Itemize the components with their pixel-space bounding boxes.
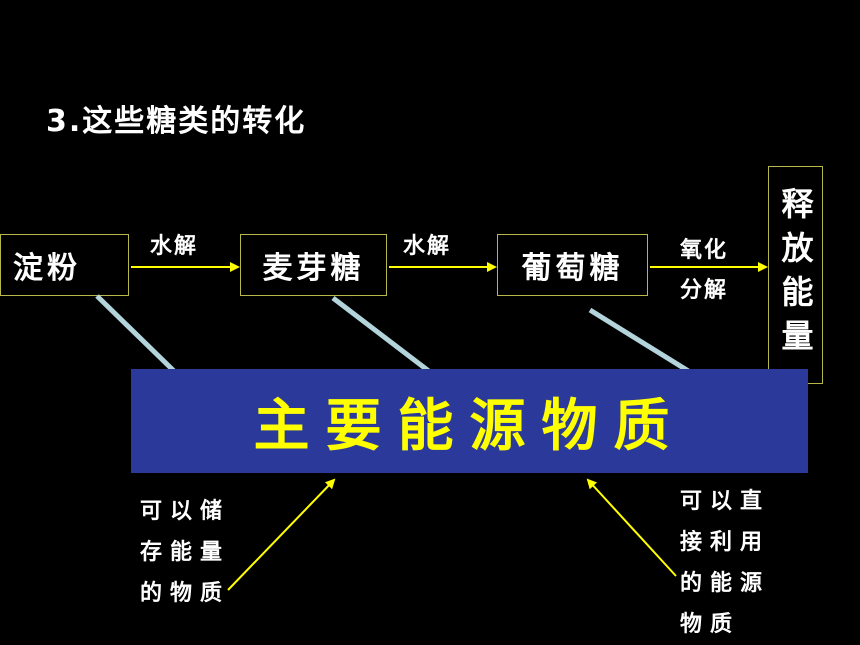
release-energy-label: 释放能量 — [776, 187, 815, 363]
maltose-label: 麦芽糖 — [262, 251, 365, 286]
storage-note-line: 存能量 — [140, 540, 231, 565]
storage-note-line: 的物质 — [140, 581, 231, 606]
hydrolysis-label-1: 水解 — [150, 234, 199, 259]
decomposition-label: 分解 — [680, 278, 729, 303]
maltose-connector — [331, 296, 432, 374]
direct-use-note-line: 的能源 — [680, 571, 771, 596]
release-energy-box: 释放能量 — [768, 166, 823, 384]
starch-connector — [95, 294, 177, 374]
direct-use-note: 可以直 接利用 的能源 物质 — [680, 481, 770, 645]
starch-label: 淀粉 — [13, 251, 81, 286]
direct-use-note-line: 接利用 — [680, 530, 771, 555]
glucose-box: 葡萄糖 — [497, 234, 648, 296]
main-energy-banner: 主要能源物质 — [131, 369, 808, 473]
storage-note: 可以储 存能量 的物质 — [140, 491, 230, 614]
direct-use-note-line: 物质 — [680, 612, 741, 637]
maltose-box: 麦芽糖 — [240, 234, 387, 296]
glucose-label: 葡萄糖 — [521, 251, 624, 286]
oxidation-label: 氧化 — [680, 238, 729, 263]
slide-title: 3.这些糖类的转化 — [46, 104, 307, 139]
starch-box: 淀粉 — [0, 234, 129, 296]
direct-use-note-arrow — [586, 478, 677, 577]
hydrolysis-label-2: 水解 — [403, 234, 452, 259]
glucose-connector — [588, 307, 692, 375]
direct-use-note-line: 可以直 — [680, 489, 771, 514]
storage-note-line: 可以储 — [140, 499, 231, 524]
storage-note-arrow — [227, 478, 336, 591]
banner-text: 主要能源物质 — [253, 393, 686, 459]
